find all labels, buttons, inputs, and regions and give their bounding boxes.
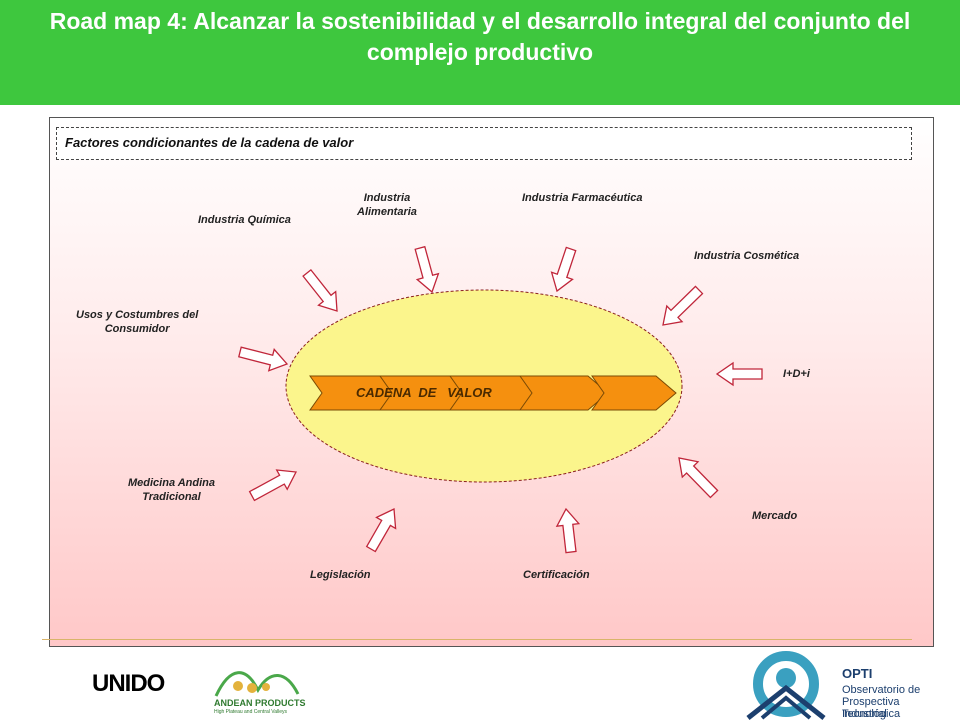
chevron-4	[519, 375, 609, 411]
arrow-mercado	[678, 457, 719, 499]
footer-divider	[42, 639, 912, 640]
arrow-quimica	[302, 268, 338, 312]
andean-products-label: ANDEAN PRODUCTS	[214, 698, 306, 708]
factor-industria-alimentaria-l1: Industria	[363, 192, 411, 204]
header-text: Factores condicionantes de la cadena de …	[65, 135, 354, 150]
factor-usos-l1: Usos y Costumbres del	[76, 309, 199, 321]
andean-products-sub: High Plateau and Central Valleys	[214, 709, 288, 715]
opti-title: OPTI	[842, 666, 873, 681]
chevron-5	[591, 375, 677, 411]
opti-line-1: Observatorio de	[842, 684, 921, 696]
factor-mercado: Mercado	[752, 510, 798, 522]
header-box: Factores condicionantes de la cadena de …	[56, 127, 912, 160]
arrow-certificacion	[555, 507, 581, 554]
center-label: CADENA DE VALOR	[356, 385, 492, 400]
factor-usos-l2: Consumidor	[104, 323, 170, 335]
arrows-group	[238, 245, 763, 554]
factor-legislacion: Legislación	[310, 569, 371, 581]
page-title: Road map 4: Alcanzar la sostenibilidad y…	[49, 8, 911, 65]
factor-industria-alimentaria: Industria Alimentaria	[357, 191, 417, 219]
opti-logo-mark	[746, 651, 826, 720]
factor-medicina-l1: Medicina Andina	[128, 477, 215, 489]
opti-line-2: Prospectiva Tecnológica	[842, 696, 901, 720]
factor-usos-costumbres: Usos y Costumbres del Consumidor	[76, 308, 198, 336]
title-bar: Road map 4: Alcanzar la sostenibilidad y…	[0, 0, 960, 105]
factor-medicina-andina: Medicina Andina Tradicional	[128, 476, 215, 504]
factor-medicina-l2: Tradicional	[142, 491, 201, 503]
opti-line-3: Industrial	[842, 708, 887, 720]
arrow-idi	[715, 361, 763, 387]
factor-certificacion: Certificación	[523, 569, 590, 581]
arrow-cosmetica	[662, 285, 704, 326]
unido-logo: UNIDO	[92, 670, 165, 697]
arrow-medicina	[248, 469, 298, 502]
diagram-frame	[49, 117, 934, 647]
arrow-usos	[238, 346, 289, 372]
arrow-legislacion	[365, 508, 397, 553]
arrow-farmaceutica	[550, 246, 577, 293]
factor-industria-alimentaria-l2: Alimentaria	[357, 206, 417, 218]
andean-products-logo	[214, 671, 300, 697]
arrow-alimentaria	[414, 245, 440, 294]
factor-idi: I+D+i	[783, 368, 810, 380]
factor-industria-farmaceutica: Industria Farmacéutica	[522, 192, 643, 204]
factor-industria-cosmetica: Industria Cosmética	[694, 250, 800, 262]
factor-industria-quimica: Industria Química	[198, 214, 291, 226]
